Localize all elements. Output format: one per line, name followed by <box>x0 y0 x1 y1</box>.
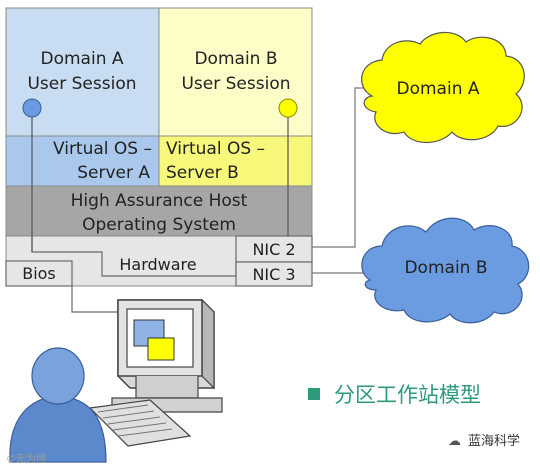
caption-bullet <box>308 388 320 400</box>
wechat-icon: ☁ <box>448 434 461 449</box>
screen-window-yellow <box>147 337 175 361</box>
user-icon <box>9 347 107 463</box>
domain-b-session-label-line2: User Session <box>181 74 290 94</box>
host-os-box <box>5 185 313 237</box>
hardware-label: Hardware <box>119 255 196 274</box>
virtual-os-a-label-line2: Server A <box>77 163 150 183</box>
watermark-brand: 蓝海科学 <box>468 433 520 449</box>
virtual-os-b-label-line1: Virtual OS – <box>166 139 265 159</box>
domain-a-session-label-line1: Domain A <box>41 49 124 69</box>
nic2-to-domain-a-link <box>312 87 372 248</box>
bios-box <box>5 260 73 287</box>
nic3-label: NIC 3 <box>252 265 295 284</box>
nic2-box <box>235 235 313 263</box>
domain-b-cloud-label: Domain B <box>404 258 487 278</box>
virtual-os-b-box <box>158 135 313 187</box>
bios-label: Bios <box>22 264 56 283</box>
domain-a-session-node <box>22 98 42 118</box>
nic2-label: NIC 2 <box>252 240 295 259</box>
computer-icon <box>88 298 223 447</box>
domain-b-cloud: Domain B <box>361 217 530 324</box>
domain-b-session-label-line1: Domain B <box>194 49 277 69</box>
domain-a-session-label-line2: User Session <box>27 74 136 94</box>
virtual-os-a-label-line1: Virtual OS – <box>53 139 152 159</box>
bios-to-computer-link <box>71 286 118 313</box>
domain-a-cloud-label: Domain A <box>397 79 480 99</box>
virtual-os-b-label-line2: Server B <box>166 163 239 183</box>
domain-a-cloud: Domain A <box>361 31 525 144</box>
watermark-faint: ©无为网 <box>6 453 46 465</box>
nic3-box <box>235 261 313 287</box>
host-os-label-line1: High Assurance Host <box>71 191 248 211</box>
host-os-label-line2: Operating System <box>82 215 236 235</box>
domain-b-session-node <box>278 98 298 118</box>
caption-text: 分区工作站模型 <box>334 383 481 407</box>
